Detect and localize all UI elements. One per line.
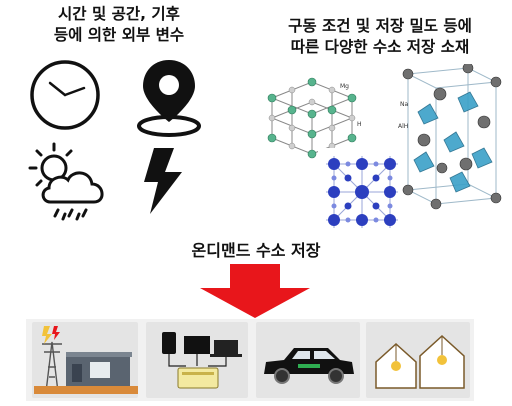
houses-illustration	[375, 334, 465, 389]
sun-cloud-rain-icon	[28, 142, 104, 221]
lightning-icon	[42, 326, 52, 344]
h-label: H	[357, 121, 362, 128]
clock-icon	[30, 60, 100, 130]
tablet-icon	[184, 336, 210, 354]
heading-line-2: 등에 의한 외부 변수	[53, 26, 185, 44]
portable-power-panel	[146, 322, 248, 398]
naalh4-crystal-structure: Na AlH	[398, 64, 502, 210]
alh-label: AlH	[398, 123, 408, 130]
mg-label: Mg	[340, 83, 349, 90]
heading-line-1: 시간 및 공간, 기후	[58, 5, 180, 23]
mgh2-crystal-structure: Mg H	[267, 77, 362, 159]
mof-framework-structure	[318, 148, 406, 236]
vehicle-panel	[256, 322, 360, 398]
portable-battery-icon	[177, 367, 219, 389]
lightning-icon	[52, 326, 60, 340]
houses-panel	[366, 322, 470, 398]
light-bulb-icon	[391, 361, 401, 371]
location-pin-icon	[137, 60, 201, 137]
on-demand-storage-label: 온디맨드 수소 저장	[191, 241, 321, 260]
external-variables-heading: 시간 및 공간, 기후 등에 의한 외부 변수	[14, 4, 224, 46]
phone-icon	[162, 332, 176, 354]
storage-materials-heading: 구동 조건 및 저장 밀도 등에 따른 다양한 수소 저장 소재	[262, 16, 498, 58]
heading-line-1: 구동 조건 및 저장 밀도 등에	[288, 17, 472, 35]
light-bulb-icon	[437, 355, 447, 365]
power-grid-panel	[32, 322, 138, 398]
power-grid-illustration	[34, 326, 138, 394]
heading-line-2: 따른 다양한 수소 저장 소재	[290, 38, 470, 56]
na-label: Na	[400, 101, 408, 108]
lightning-bolt-icon	[144, 148, 182, 214]
portable-power-illustration	[162, 332, 242, 389]
car-icon	[264, 348, 354, 374]
vehicle-illustration	[264, 348, 354, 384]
down-arrow-icon	[200, 264, 310, 318]
laptop-icon	[214, 340, 238, 354]
